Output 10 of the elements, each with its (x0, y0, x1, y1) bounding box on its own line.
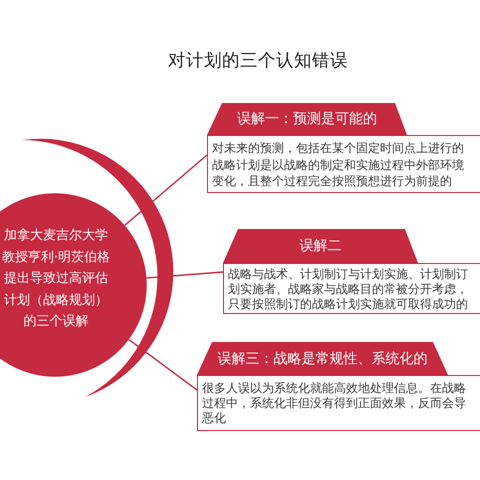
connector-line (128, 339, 198, 391)
text-box: 对未来的预测，包括在某个固定时间点上进行的战略计划是以战略的制定和实施过程中外部环境变化，且整个过程完全按照预想进行为前提的 (207, 135, 480, 193)
heading-tab: 误解一：预测是可能的 (207, 103, 407, 135)
heading-tab: 误解三：战略是常规性、系统化的 (197, 342, 448, 375)
connector-line (124, 154, 208, 226)
text-box: 很多人误以为系统化就能高效地处理信息。在战略过程中，系统化非但没有得到正面效果，反而会导恶化 (197, 375, 480, 431)
diagram-title: 对计划的三个认知错误 (167, 50, 349, 73)
text-box: 战略与战术、计划制订与计划实施、计划制订划实施者、战略家与战略目的常被分开考虑，只要按照制订的战略计划实施就可取得成功的 (223, 263, 480, 314)
heading-tab: 误解二 (223, 229, 418, 263)
connector-line (146, 271, 224, 279)
